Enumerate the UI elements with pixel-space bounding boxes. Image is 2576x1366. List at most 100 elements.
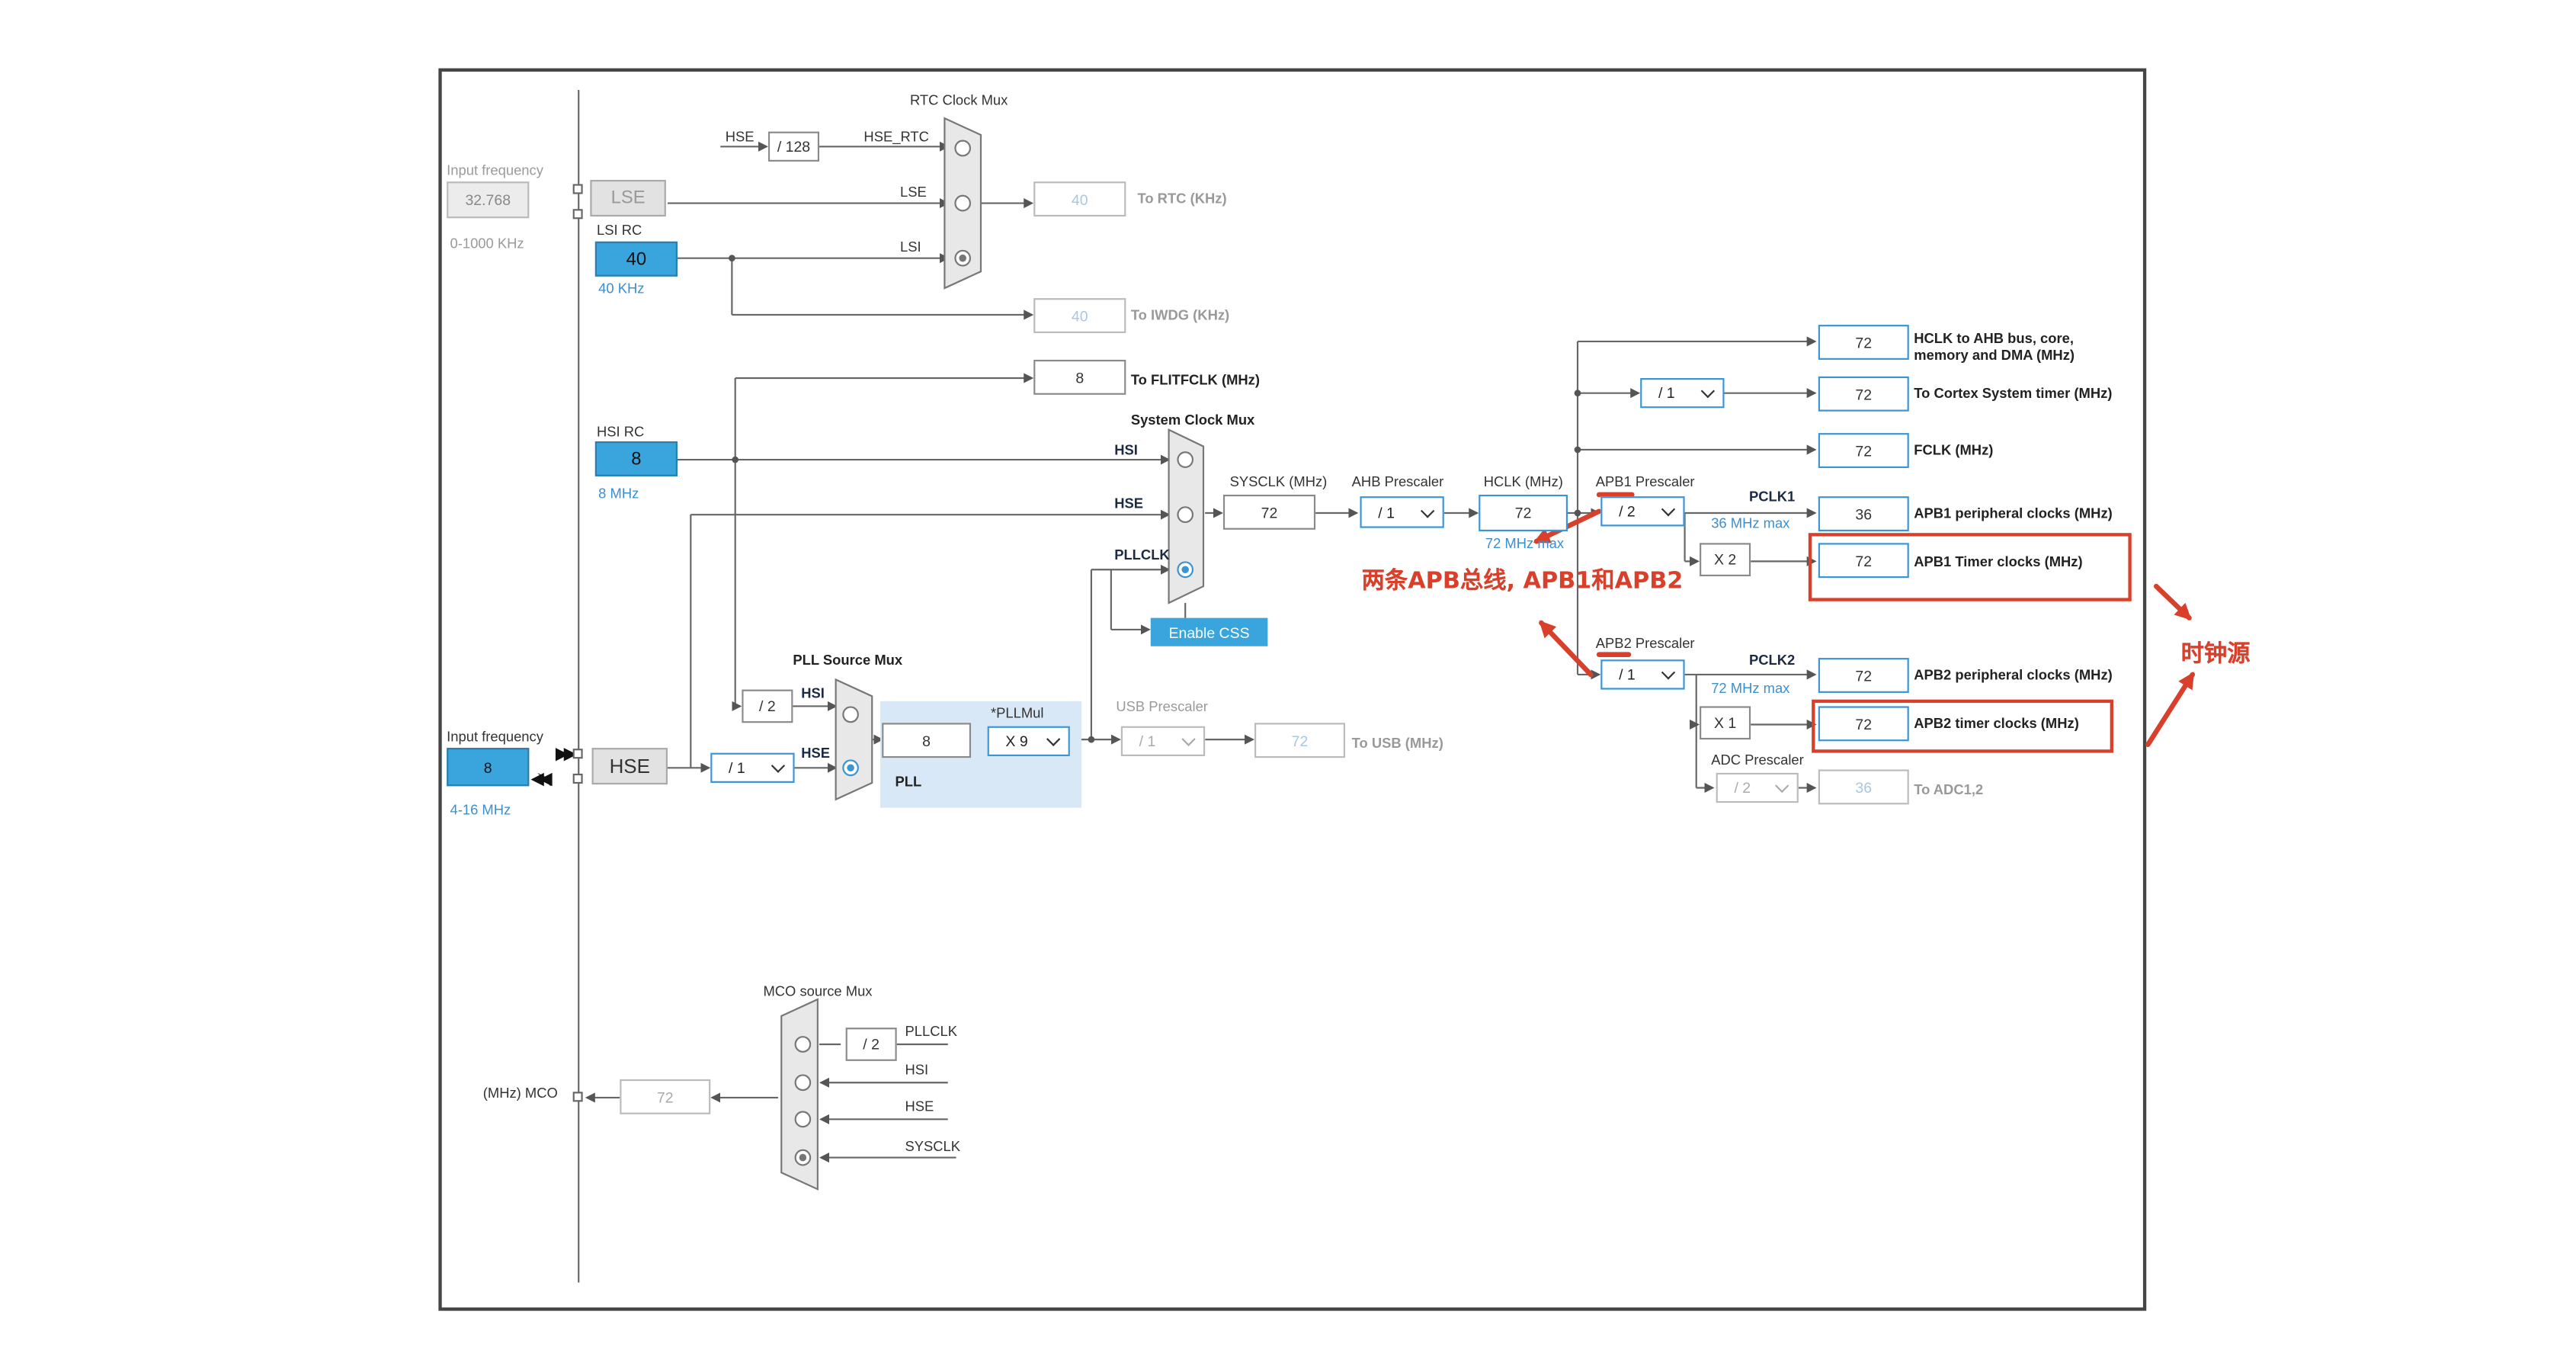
- apb2-timer-output-value[interactable]: 72: [1818, 706, 1909, 742]
- fclk-output-value[interactable]: 72: [1818, 433, 1909, 468]
- rtc-hse-divider: / 128: [767, 131, 820, 162]
- hclk-ahb-output-value[interactable]: 72: [1818, 325, 1909, 360]
- hse-block[interactable]: HSE: [591, 748, 668, 785]
- rtc-mux-title: RTC Clock Mux: [909, 91, 1008, 109]
- sysclk-mux-in-pllclk: PLLCLK: [1114, 546, 1170, 563]
- apb2-prescaler-dropdown[interactable]: / 1: [1600, 659, 1685, 690]
- apb-bus-annotation: 两条APB总线, APB1和APB2: [1361, 568, 1684, 595]
- chevron-down-icon: [1661, 502, 1676, 517]
- hse-range: 4-16 MHz: [450, 800, 511, 818]
- lse-caption: Input frequency: [447, 161, 543, 178]
- apb1-peripheral-output-label: APB1 peripheral clocks (MHz): [1914, 505, 2113, 521]
- iwdg-output-label: To IWDG (KHz): [1130, 306, 1230, 323]
- apb1-prescaler-dropdown[interactable]: / 2: [1600, 496, 1685, 527]
- hclk-ahb-output-label-2: memory and DMA (MHz): [1914, 346, 2075, 364]
- mco-in-hsi: HSI: [905, 1060, 929, 1078]
- cortex-timer-divider-dropdown[interactable]: / 1: [1640, 377, 1725, 409]
- fclk-output-label: FCLK (MHz): [1914, 441, 1994, 458]
- adc-prescaler-dropdown[interactable]: / 2: [1716, 772, 1799, 803]
- apb2-timer-output-label: APB2 timer clocks (MHz): [1914, 714, 2079, 732]
- apb2-peripheral-output-label: APB2 peripheral clocks (MHz): [1914, 666, 2113, 683]
- clock-tree-frame: [438, 68, 2147, 1311]
- pll-source-in-hse: HSE: [801, 744, 831, 762]
- pll-input-value: 8: [882, 723, 972, 758]
- adc-output-value: 36: [1818, 769, 1909, 805]
- sysclk-mux-in-hsi: HSI: [1114, 441, 1138, 458]
- usb-prescaler-dropdown[interactable]: / 1: [1120, 726, 1206, 756]
- apb2-prescaler-label: APB2 Prescaler: [1595, 634, 1695, 652]
- mco-output-value: 72: [620, 1079, 711, 1114]
- lsi-freq: 40 KHz: [598, 280, 645, 297]
- clock-source-annotation: 时钟源: [2180, 641, 2251, 669]
- apb1-prescaler-value: / 2: [1619, 502, 1636, 520]
- pll-source-mux-title: PLL Source Mux: [793, 651, 903, 669]
- ahb-prescaler-dropdown[interactable]: / 1: [1360, 496, 1444, 528]
- apb2-timer-highlight: [1812, 699, 2113, 753]
- chevron-down-icon: [1181, 732, 1196, 746]
- pll-multiplier-dropdown[interactable]: X 9: [987, 726, 1070, 756]
- ahb-prescaler-value: / 1: [1378, 503, 1395, 521]
- mco-pll-divider: / 2: [845, 1028, 897, 1061]
- mco-in-sysclk: SYSCLK: [905, 1137, 961, 1155]
- apb1-timer-output-value[interactable]: 72: [1818, 543, 1909, 579]
- usb-prescaler-value: / 1: [1139, 733, 1156, 750]
- cortex-timer-output-label: To Cortex System timer (MHz): [1914, 384, 2113, 402]
- apb2-max: 72 MHz max: [1711, 679, 1790, 697]
- flitfclk-label: To FLITFCLK (MHz): [1130, 371, 1261, 389]
- sysclk-value[interactable]: 72: [1222, 494, 1316, 530]
- usb-prescaler-label: USB Prescaler: [1116, 697, 1208, 715]
- pll-hsi-divider: / 2: [742, 689, 793, 723]
- mco-in-pllclk: PLLCLK: [905, 1022, 957, 1040]
- adc-prescaler-value: / 2: [1734, 779, 1751, 797]
- hsi-name: HSI RC: [597, 422, 645, 440]
- mco-label: (MHz) MCO: [482, 1084, 558, 1101]
- rtc-in-hse-rtc: HSE_RTC: [863, 128, 929, 146]
- sysclk-mux-title: System Clock Mux: [1130, 411, 1255, 428]
- rtc-in-lse: LSE: [899, 183, 927, 200]
- chevron-down-icon: [771, 758, 786, 773]
- adc-output-label: To ADC1,2: [1914, 781, 1984, 798]
- lse-range: 0-1000 KHz: [450, 235, 524, 252]
- apb2-peripheral-output-value[interactable]: 72: [1818, 658, 1909, 693]
- iwdg-output-value: 40: [1033, 298, 1126, 333]
- hclk-max: 72 MHz max: [1485, 534, 1565, 552]
- hse-caption: Input frequency: [447, 727, 543, 745]
- rtc-output-label: To RTC (KHz): [1137, 190, 1227, 207]
- hse-frequency-input[interactable]: 8: [447, 748, 530, 787]
- hclk-value[interactable]: 72: [1479, 494, 1568, 532]
- mco-mux-title: MCO source Mux: [763, 983, 873, 999]
- chevron-down-icon: [1700, 383, 1716, 399]
- usb-output-label: To USB (MHz): [1351, 734, 1443, 752]
- mco-in-hse: HSE: [905, 1097, 934, 1114]
- pll-multiplier-value: X 9: [1005, 733, 1028, 750]
- hsi-freq: 8 MHz: [598, 484, 639, 502]
- hclk-ahb-output-label: HCLK to AHB bus, core,: [1914, 329, 2074, 347]
- apb2-prescaler-value: / 1: [1619, 666, 1636, 683]
- rtc-in-lsi: LSI: [899, 238, 921, 255]
- lse-block[interactable]: LSE: [590, 179, 666, 217]
- lsi-block[interactable]: 40: [594, 241, 678, 277]
- lsi-name: LSI RC: [597, 221, 642, 239]
- chevron-down-icon: [1775, 778, 1789, 794]
- apb1-peripheral-output-value[interactable]: 36: [1818, 496, 1909, 532]
- pll-source-in-hsi: HSI: [801, 685, 825, 701]
- pclk2-label: PCLK2: [1748, 651, 1796, 669]
- apb1-timer-multiplier: X 2: [1700, 543, 1751, 577]
- rtc-output-value: 40: [1033, 181, 1126, 217]
- apb1-timer-output-label: APB1 Timer clocks (MHz): [1914, 553, 2083, 570]
- apb2-timer-multiplier: X 1: [1700, 706, 1751, 740]
- ahb-prescaler-label: AHB Prescaler: [1351, 473, 1444, 490]
- apb1-prescaler-label: APB1 Prescaler: [1595, 473, 1695, 490]
- lse-frequency-input[interactable]: 32.768: [447, 181, 530, 219]
- hsi-block[interactable]: 8: [594, 441, 678, 476]
- apb1-timer-highlight: [1808, 533, 2132, 601]
- hse-prediv-value: / 1: [729, 759, 745, 777]
- adc-prescaler-label: ADC Prescaler: [1711, 751, 1804, 768]
- hse-prediv-dropdown[interactable]: / 1: [710, 752, 795, 783]
- flitfclk-value: 8: [1033, 359, 1126, 395]
- chevron-down-icon: [1420, 502, 1435, 518]
- enable-css-button[interactable]: Enable CSS: [1150, 617, 1268, 646]
- cortex-timer-output-value[interactable]: 72: [1818, 376, 1909, 412]
